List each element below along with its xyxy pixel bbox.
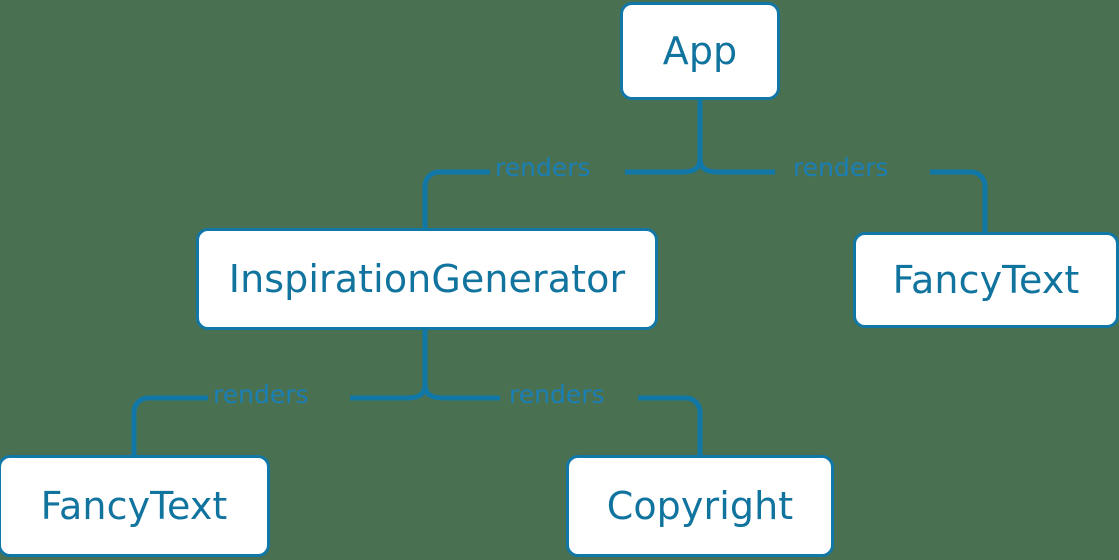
node-app[interactable]: App	[620, 2, 780, 100]
edge-app-fork-left	[625, 157, 703, 175]
node-inspiration-generator-label: InspirationGenerator	[228, 257, 626, 301]
node-fancytext-right[interactable]: FancyText	[853, 232, 1119, 328]
edge-ig-to-fancytext	[131, 395, 208, 455]
node-copyright-label: Copyright	[606, 484, 794, 528]
node-fancytext-bottom-label: FancyText	[40, 484, 228, 528]
edge-app-to-ig	[422, 169, 490, 228]
node-inspiration-generator[interactable]: InspirationGenerator	[196, 228, 658, 330]
edge-ig-to-copyright	[638, 395, 703, 455]
edge-app-fork-right	[697, 157, 775, 175]
node-app-label: App	[662, 29, 738, 73]
edge-label-app-to-fancytext-right: renders	[793, 153, 889, 182]
edge-label-app-to-inspiration-generator: renders	[495, 153, 591, 182]
edge-label-inspiration-generator-to-fancytext-bottom: renders	[213, 380, 309, 409]
node-fancytext-right-label: FancyText	[892, 258, 1080, 302]
node-fancytext-bottom[interactable]: FancyText	[0, 455, 270, 557]
edge-ig-fork-right	[422, 383, 500, 401]
edge-ig-fork-left	[350, 383, 428, 401]
node-copyright[interactable]: Copyright	[566, 455, 834, 557]
edge-label-inspiration-generator-to-copyright: renders	[509, 380, 605, 409]
edge-app-to-fancytext	[930, 169, 988, 232]
